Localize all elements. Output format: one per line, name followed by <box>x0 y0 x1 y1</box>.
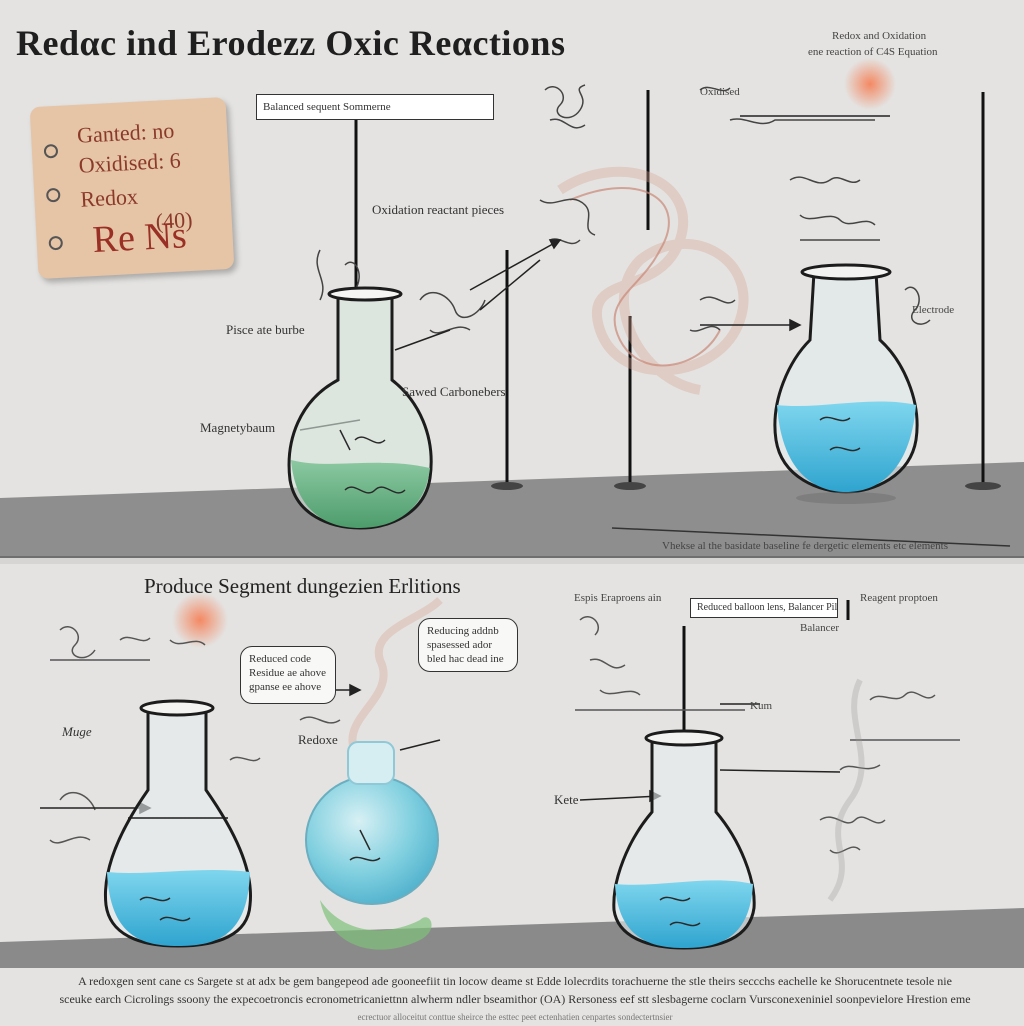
stands-top <box>354 90 985 486</box>
label-oxidised: Oxidised <box>700 86 740 98</box>
section-subtitle: Produce Segment dungezien Erlitions <box>144 574 461 598</box>
footer-line-2: sceuke earch Cicrolings ssoony the expec… <box>59 992 971 1006</box>
bubble-line: bled hac dead ine <box>427 653 504 665</box>
label-right-caption: Espis Eraproens ain <box>574 592 662 604</box>
baseline-note: Vhekse al the basidate baseline fe derge… <box>662 540 948 552</box>
bubble-line: gpanse ee ahove <box>249 681 322 693</box>
table-bottom <box>0 908 1024 968</box>
label-electrode: Electrode <box>912 304 955 316</box>
speech-bubble-right: Reducing addnb spasessed ador bled hac d… <box>418 618 518 672</box>
label-left-1: Pisce ate burbe <box>226 322 305 337</box>
molecule-sketches-bottom <box>49 615 960 854</box>
label-reagent: Reagent proptoen <box>860 592 938 604</box>
right-label-box: Reduced balloon lens, Balancer Pil <box>690 598 838 618</box>
smoke-trail <box>557 166 749 395</box>
flask-round-bottom <box>305 741 439 950</box>
right-label-box-sub: Balancer <box>800 622 840 634</box>
label-left-2: Magnetybaum <box>200 420 276 435</box>
label-center-2: Sawed Carbonebers <box>402 384 506 399</box>
label-oxidation-reactant: Oxidation reactant pieces <box>372 202 505 217</box>
smoke-trail-bottom <box>348 597 443 763</box>
stand-feet <box>491 482 1001 490</box>
footer-line-3: ecrectuor alloceitut conttue sheirce the… <box>357 1012 673 1022</box>
page-title: Redαc ind Erodezz Oxic Reαctions <box>16 23 566 63</box>
section-separator <box>0 558 1024 564</box>
stands-bottom <box>682 600 850 740</box>
note-top-right-1: Redox and Oxidation <box>832 30 927 42</box>
bubble-line: Reduced code <box>249 653 311 665</box>
flask-right-bottom <box>612 729 756 950</box>
speech-bubble-left: Reduced code Residue ae ahove gpanse ee … <box>240 646 336 704</box>
smoke-trail <box>569 187 721 367</box>
label-kum: Kum <box>750 700 772 712</box>
flask-green <box>287 286 433 530</box>
footer-line-1: A redoxgen sent cane cs Sargete st at ad… <box>78 974 952 988</box>
baseline-arrow <box>611 527 1011 547</box>
flask-left-bottom <box>103 699 253 948</box>
smoke-trail-bottom <box>827 678 865 902</box>
table-top <box>0 462 1024 556</box>
glow-spot <box>172 592 228 648</box>
bubble-line: spasessed ador <box>427 639 493 651</box>
header-label-box: Balanced sequent Sommerne <box>256 94 494 120</box>
molecule-sketches <box>316 84 931 334</box>
bubble-line: Residue ae ahove <box>249 667 326 679</box>
glow-spot <box>844 58 896 110</box>
label-redoxe: Redoxe <box>298 732 338 747</box>
note-top-right-2: ene reaction of C4S Equation <box>808 46 938 58</box>
flask-blue-top <box>773 263 919 504</box>
label-kete: Kete <box>554 792 579 807</box>
label-muge: Muge <box>62 724 92 739</box>
footer-caption: A redoxgen sent cane cs Sargete st at ad… <box>30 972 1000 1026</box>
bubble-line: Reducing addnb <box>427 625 499 637</box>
